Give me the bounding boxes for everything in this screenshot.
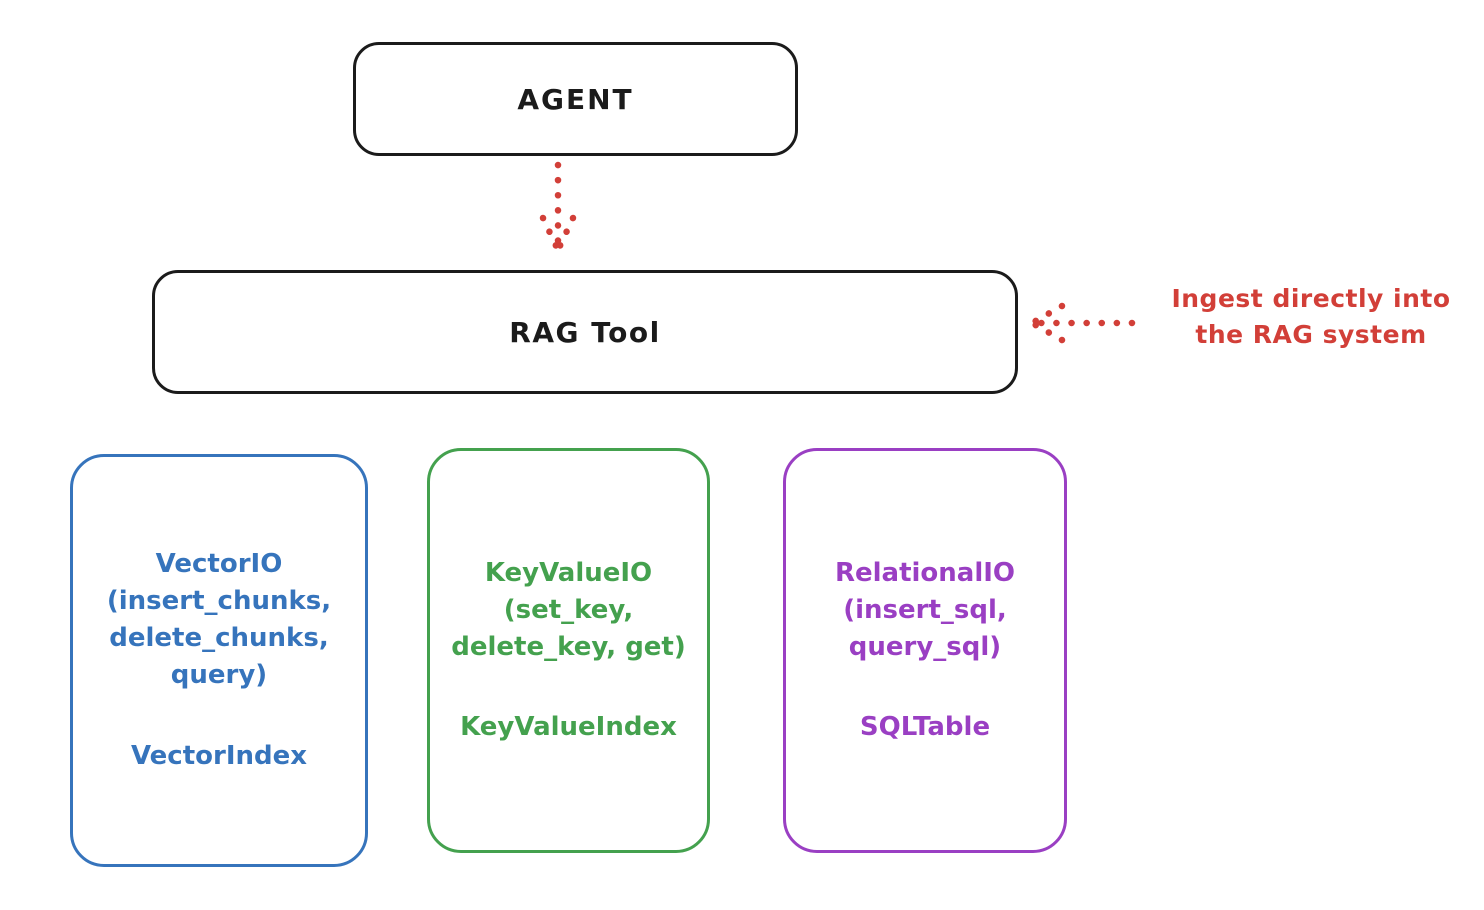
relational-io-index: SQLTable (859, 712, 991, 743)
agent-node: AGENT (353, 42, 798, 156)
relational-io-methods: (insert_sql, query_sql) (843, 594, 1007, 662)
keyvalue-io-index: KeyValueIndex (460, 712, 677, 743)
io-box: RelationalIO (insert_sql, query_sql) SQL… (783, 448, 1067, 853)
keyvalue-io-methods: (set_key, delete_key, get) (451, 594, 686, 662)
agent-node-label: AGENT (517, 82, 634, 116)
vector-io-methods: (insert_chunks, delete_chunks, query) (106, 586, 332, 690)
dotted-arrow-left-icon (1020, 299, 1138, 351)
relational-io-title: RelationalIO (834, 557, 1016, 588)
vector-io-index: VectorIndex (130, 740, 308, 771)
ingest-annotation: Ingest directly into the RAG system (1171, 284, 1451, 350)
io-box: KeyValueIO (set_key, delete_key, get) Ke… (427, 448, 710, 853)
keyvalue-io-title: KeyValueIO (484, 557, 653, 588)
io-box: VectorIO (insert_chunks, delete_chunks, … (70, 454, 368, 867)
vector-io-title: VectorIO (155, 549, 283, 580)
rag-tool-node-label: RAG Tool (509, 315, 661, 349)
dotted-arrow-down-icon (536, 160, 580, 270)
rag-tool-node: RAG Tool (152, 270, 1018, 394)
